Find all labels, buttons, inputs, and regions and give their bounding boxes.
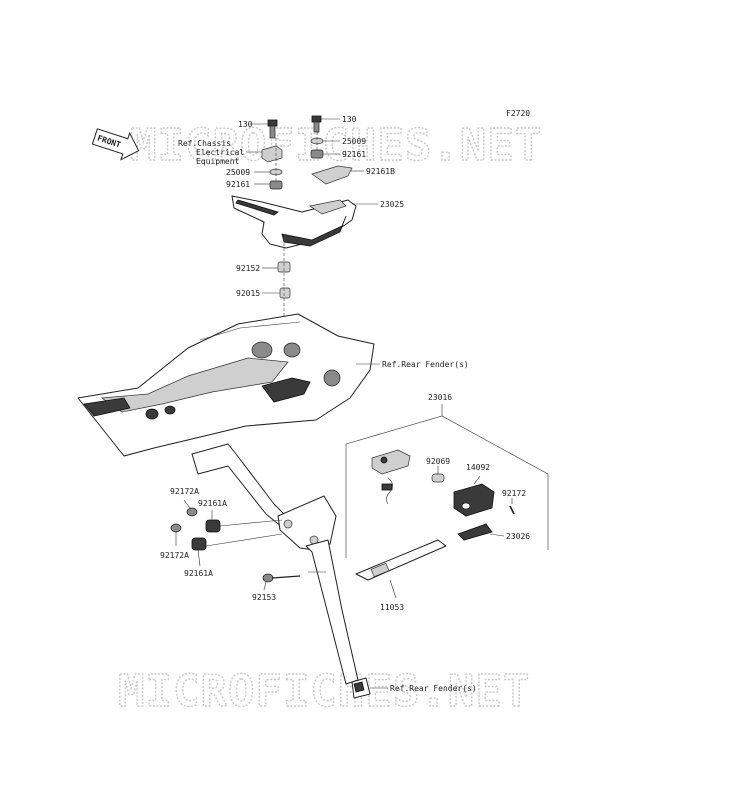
label-92161a-lower: 92161A (184, 569, 213, 578)
plate-11053 (308, 539, 447, 599)
label-23025: 23025 (380, 200, 404, 209)
label-92172: 92172 (502, 489, 526, 498)
label-ref-chassis-3: Equipment (196, 157, 240, 166)
label-92172a-lower: 92172A (160, 551, 189, 560)
label-ref-chassis-2: Electrical (196, 148, 244, 157)
label-92152: 92152 (236, 264, 260, 273)
bolt-92153 (262, 573, 301, 591)
label-92172a-upper: 92172A (170, 487, 199, 496)
label-130-left: 130 (238, 120, 253, 129)
label-25009-left: 25009 (226, 168, 250, 177)
grommet-92161a-lower (191, 519, 283, 567)
lamp-assembly-box (345, 404, 549, 558)
label-92161b: 92161B (366, 167, 395, 176)
bracket-92161b (311, 165, 364, 185)
label-92069: 92069 (426, 457, 450, 466)
reflector-23026 (457, 523, 505, 541)
screw-92172 (509, 498, 515, 515)
front-arrow-icon: FRONT (91, 128, 140, 161)
cover-23025 (231, 195, 378, 249)
label-14092: 14092 (466, 463, 490, 472)
label-ref-rear-fender-bottom: Ref.Rear Fender(s) (390, 684, 477, 693)
watermark-bottom: MICROFICHES.NET (118, 666, 530, 717)
label-92015: 92015 (236, 289, 260, 298)
lens-14092 (453, 475, 495, 517)
label-23026: 23026 (506, 532, 530, 541)
bolt-130-left (250, 119, 278, 139)
bushing-92015 (262, 287, 291, 299)
label-92161a-upper: 92161A (198, 499, 227, 508)
bulb-92069 (431, 466, 445, 483)
label-92161-left: 92161 (226, 180, 250, 189)
label-ref-chassis-1: Ref.Chassis (178, 139, 231, 148)
label-25009-right: 25009 (342, 137, 366, 146)
label-92153: 92153 (252, 593, 276, 602)
license-bracket-stay (191, 443, 388, 699)
screw-92172a-upper (183, 499, 198, 517)
label-ref-rear-fender-top: Ref.Rear Fender(s) (382, 360, 469, 369)
grommet-92161a-upper (205, 510, 221, 533)
watermark-top: MICROFICHES.NET (130, 120, 542, 171)
label-11053: 11053 (380, 603, 404, 612)
collar-92152 (262, 261, 291, 273)
bolt-130-right (311, 115, 340, 133)
label-130-right: 130 (342, 115, 357, 124)
label-23016: 23016 (428, 393, 452, 402)
lamp-socket (371, 449, 411, 505)
grommet-92161-left (254, 180, 283, 190)
screw-92172a-lower (170, 523, 182, 546)
label-92161-right: 92161 (342, 150, 366, 159)
rear-fender (77, 313, 380, 457)
figure-code: F2720 (506, 109, 530, 118)
